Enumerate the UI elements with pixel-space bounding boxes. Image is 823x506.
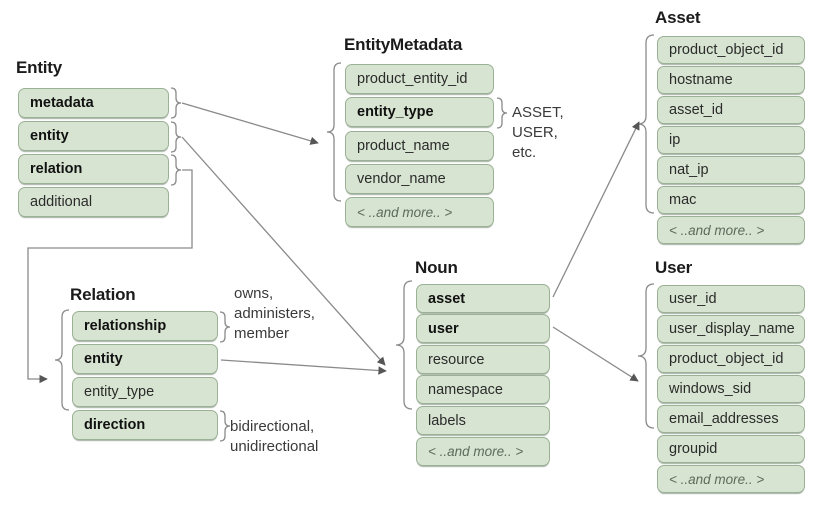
annotation-direction-values: bidirectional, unidirectional <box>230 418 319 455</box>
field-noun-and-more[interactable]: < ..and more.. > <box>416 437 550 466</box>
field-entity-entity[interactable]: entity <box>18 121 169 151</box>
field-noun-labels[interactable]: labels <box>416 406 550 435</box>
field-asset-product-object-id[interactable]: product_object_id <box>657 36 805 64</box>
field-noun-user[interactable]: user <box>416 314 550 343</box>
field-entitymetadata-vendor-name[interactable]: vendor_name <box>345 164 494 194</box>
field-entitymetadata-product-name[interactable]: product_name <box>345 131 494 161</box>
brace-relation-group <box>54 309 70 411</box>
edge-relationentity-to-noun <box>220 359 387 375</box>
field-user-and-more[interactable]: < ..and more.. > <box>657 465 805 493</box>
field-relation-entity[interactable]: entity <box>72 344 218 374</box>
field-entity-relation[interactable]: relation <box>18 154 169 184</box>
field-user-groupid[interactable]: groupid <box>657 435 805 463</box>
brace-entity-metadata <box>170 87 182 119</box>
group-title-entity: Entity <box>16 58 63 77</box>
edge-user-to-user <box>552 326 639 382</box>
group-title-asset: Asset <box>655 8 701 27</box>
field-relation-direction[interactable]: direction <box>72 410 218 440</box>
field-relation-entity-type[interactable]: entity_type <box>72 377 218 407</box>
field-asset-hostname[interactable]: hostname <box>657 66 805 94</box>
field-user-product-object-id[interactable]: product_object_id <box>657 345 805 373</box>
field-asset-ip[interactable]: ip <box>657 126 805 154</box>
field-entitymetadata-entity-type[interactable]: entity_type <box>345 97 494 127</box>
group-title-relation: Relation <box>70 285 136 304</box>
field-asset-nat-ip[interactable]: nat_ip <box>657 156 805 184</box>
field-asset-mac[interactable]: mac <box>657 186 805 214</box>
edge-metadata-to-entitymetadata <box>181 102 319 145</box>
brace-entity-entity <box>170 121 182 153</box>
field-noun-namespace[interactable]: namespace <box>416 375 550 404</box>
field-user-windows-sid[interactable]: windows_sid <box>657 375 805 403</box>
field-user-user-display-name[interactable]: user_display_name <box>657 315 805 343</box>
field-relation-relationship[interactable]: relationship <box>72 311 218 341</box>
brace-entitymetadata-group <box>326 62 342 202</box>
brace-relationship-values <box>219 311 231 343</box>
group-title-entitymetadata: EntityMetadata <box>344 35 463 54</box>
brace-entity-relation <box>170 154 182 186</box>
field-noun-resource[interactable]: resource <box>416 345 550 374</box>
field-asset-and-more[interactable]: < ..and more.. > <box>657 216 805 244</box>
field-asset-asset-id[interactable]: asset_id <box>657 96 805 124</box>
group-title-noun: Noun <box>415 258 458 277</box>
group-title-user: User <box>655 258 693 277</box>
field-entity-additional[interactable]: additional <box>18 187 169 217</box>
brace-noun-group <box>395 280 413 410</box>
brace-entity-type-values <box>496 97 508 129</box>
brace-user-group <box>637 283 655 429</box>
brace-direction-values <box>219 410 231 442</box>
annotation-relationship-values: owns, administers, member <box>234 285 315 342</box>
field-entitymetadata-product-entity-id[interactable]: product_entity_id <box>345 64 494 94</box>
annotation-entity-type-values: ASSET, USER, etc. <box>512 104 564 161</box>
field-entity-metadata[interactable]: metadata <box>18 88 169 118</box>
edge-asset-to-asset <box>552 121 640 298</box>
field-user-user-id[interactable]: user_id <box>657 285 805 313</box>
field-user-email-addresses[interactable]: email_addresses <box>657 405 805 433</box>
brace-asset-group <box>637 34 655 214</box>
field-noun-asset[interactable]: asset <box>416 284 550 313</box>
field-entitymetadata-and-more[interactable]: < ..and more.. > <box>345 197 494 227</box>
